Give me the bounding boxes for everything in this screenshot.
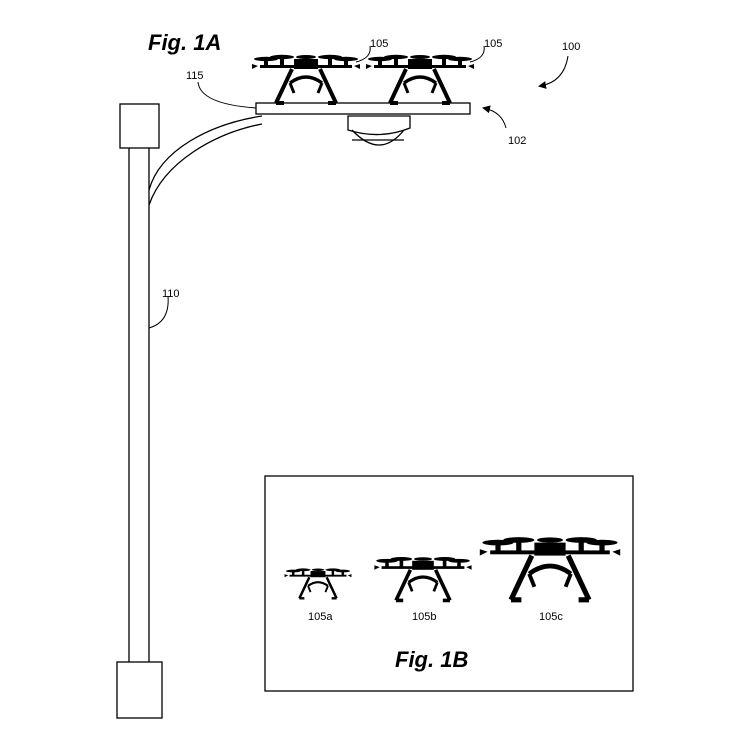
label-105c: 105c [539, 611, 563, 623]
label-115: 115 [186, 70, 204, 82]
leader-115 [197, 81, 257, 109]
leader-105-right [469, 45, 485, 63]
drone-left-icon [250, 52, 362, 105]
lamp-head [347, 115, 411, 146]
label-105-right: 105 [484, 38, 502, 50]
drone-small-icon [283, 567, 353, 600]
fig-1a-title: Fig. 1A [148, 30, 221, 55]
fig-1b-frame [264, 475, 634, 692]
label-105b: 105b [412, 611, 436, 623]
label-105a: 105a [308, 611, 333, 623]
landing-platform [255, 102, 471, 115]
label-105-left: 105 [370, 38, 388, 50]
light-pole [116, 103, 263, 719]
label-102: 102 [508, 135, 526, 147]
drone-medium-icon [372, 555, 474, 603]
drone-right-icon [364, 52, 476, 105]
leader-100 [538, 55, 569, 89]
leader-110 [148, 295, 169, 329]
leader-105-left [355, 45, 371, 63]
fig-1b-title: Fig. 1B [395, 647, 468, 672]
label-100: 100 [562, 41, 580, 53]
drone-large-icon [480, 537, 620, 600]
label-110: 110 [162, 288, 180, 300]
leader-102 [482, 105, 507, 129]
